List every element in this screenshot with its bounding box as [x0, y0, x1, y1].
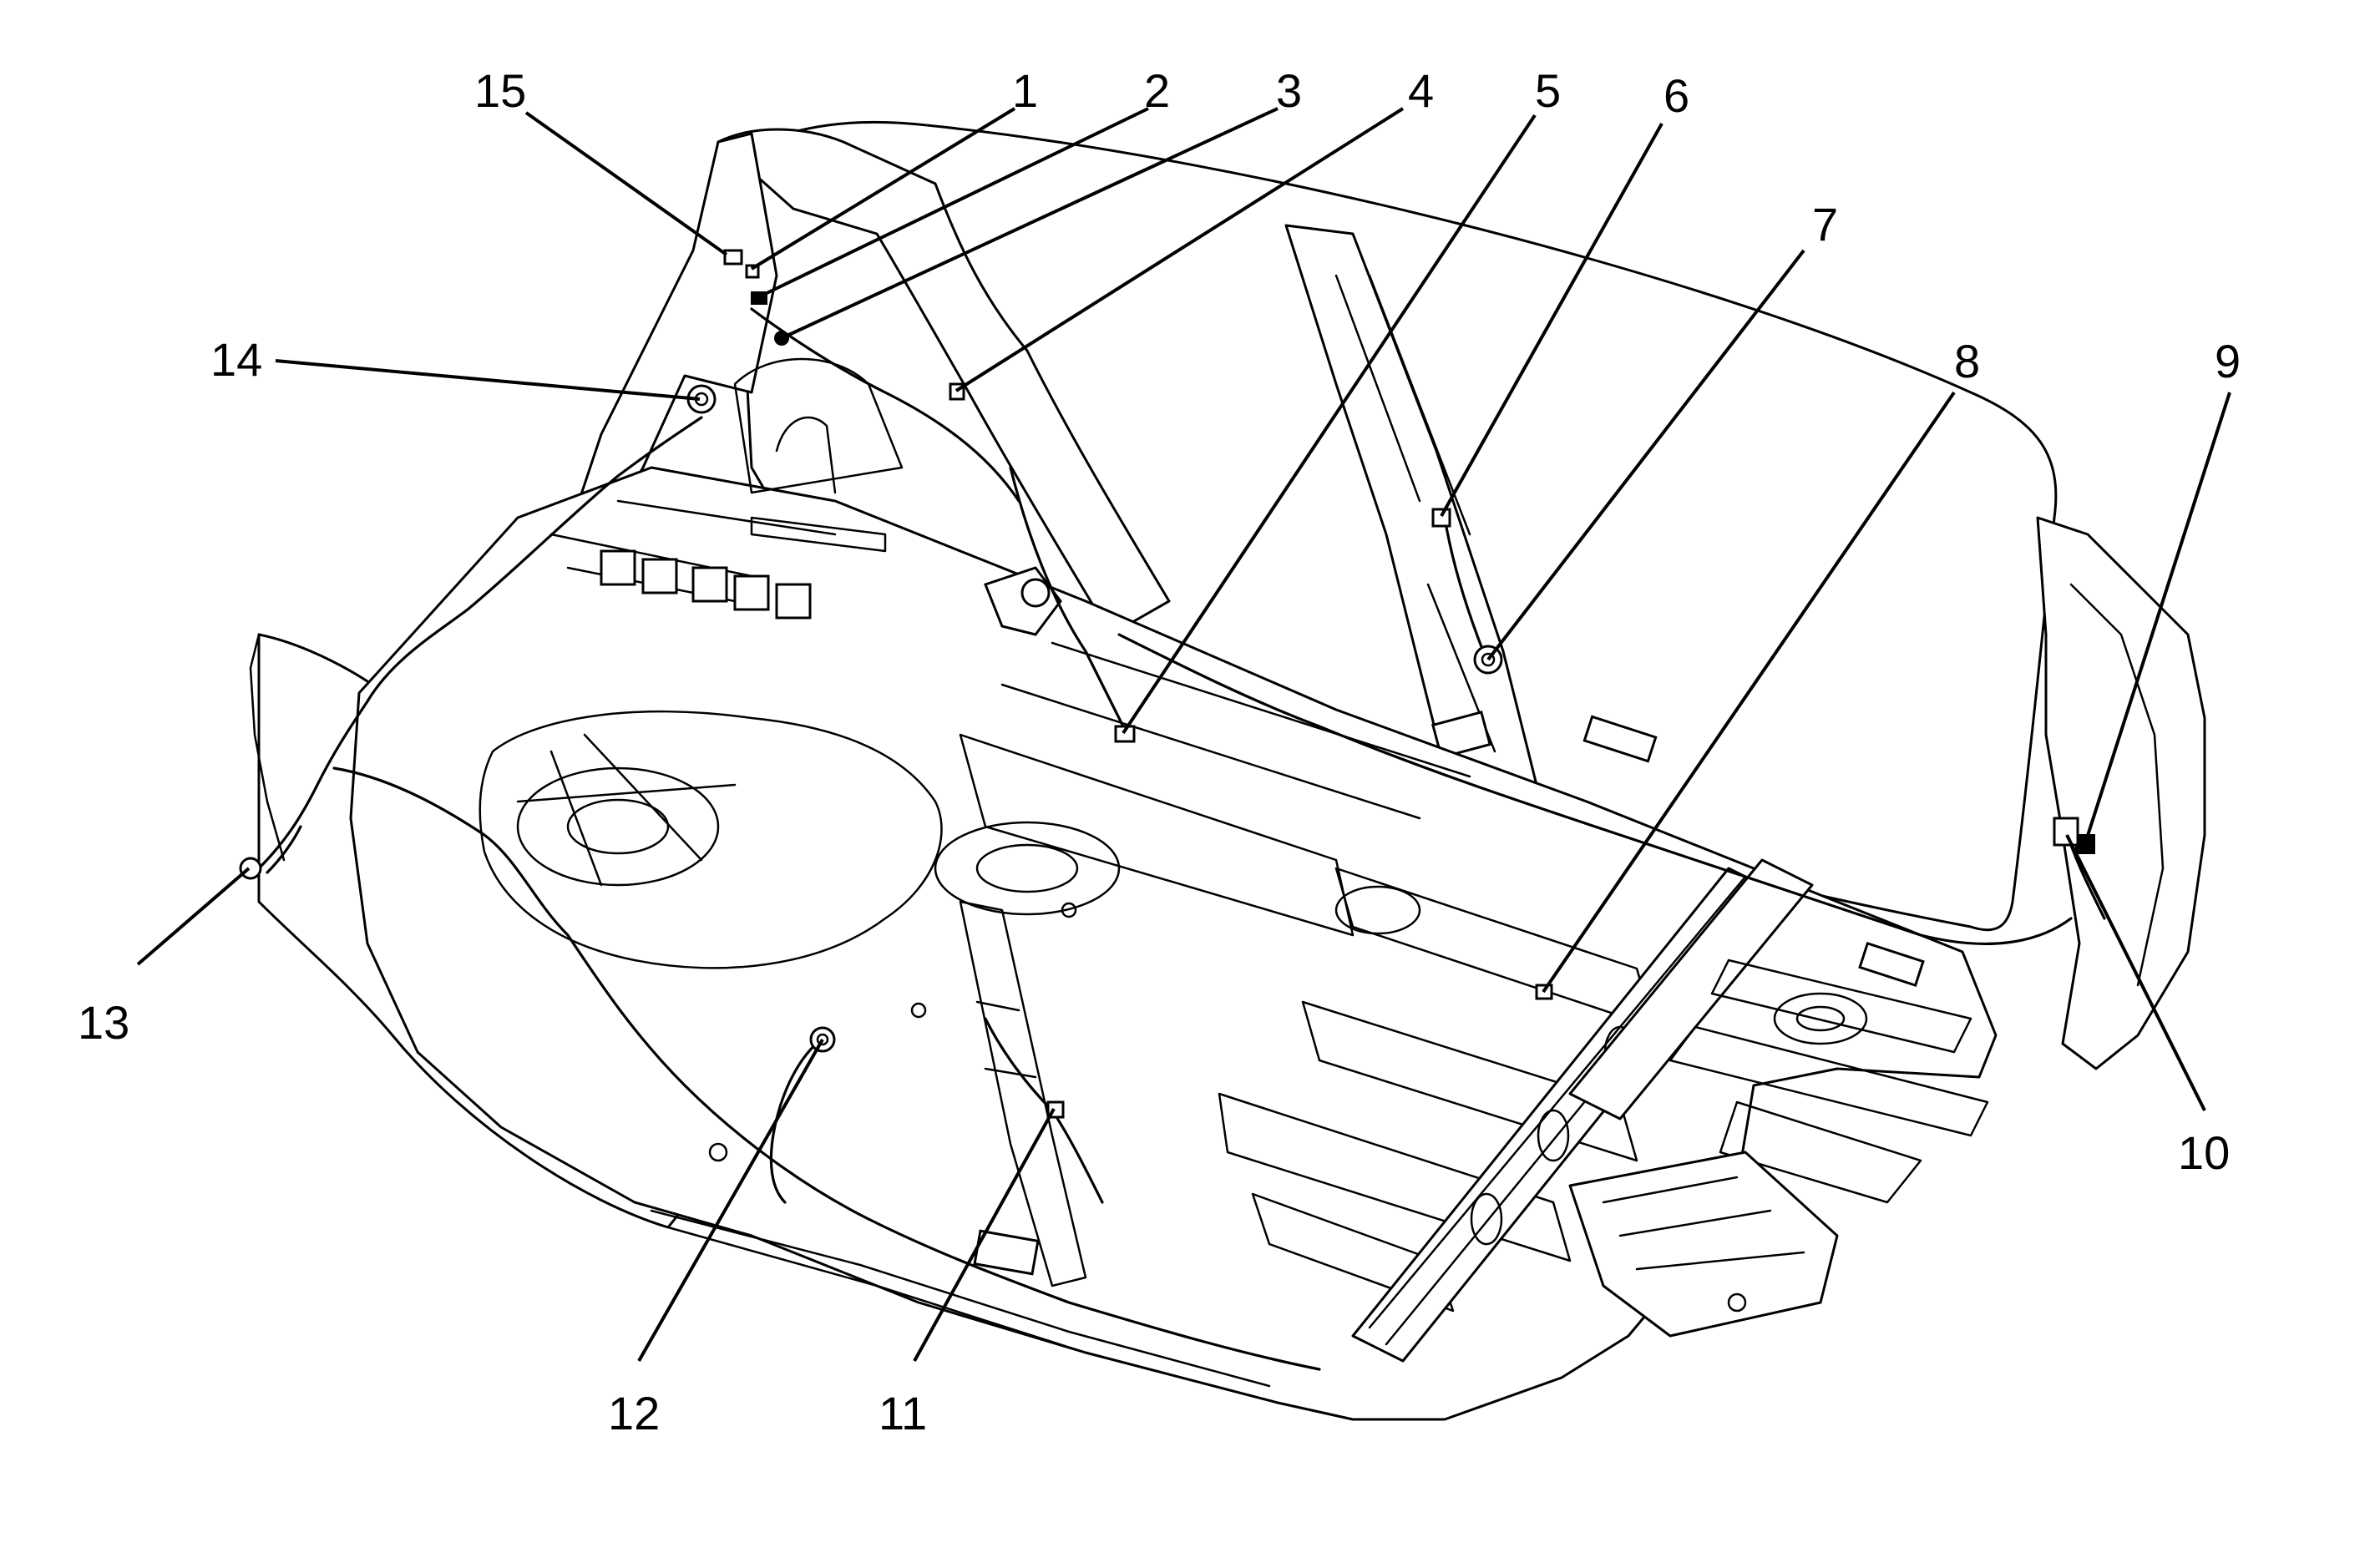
- center-floor-channel: [959, 733, 1355, 937]
- callout-label-1: 1: [1012, 64, 1038, 117]
- front-pillar: [717, 128, 1171, 636]
- connector-13: [239, 857, 262, 880]
- leader-7: [1486, 249, 1805, 661]
- callout-label-14: 14: [210, 333, 262, 386]
- callout-label-9: 9: [2215, 335, 2241, 387]
- callout-labels: 15 1 2 3 4 5 6 7 8 9 10 11 12 13 14: [78, 64, 2241, 1439]
- leader-6: [1440, 123, 1663, 517]
- leader-9: [2084, 392, 2231, 844]
- callout-label-5: 5: [1535, 64, 1561, 117]
- leader-11: [913, 1108, 1056, 1362]
- leader-15: [524, 111, 728, 256]
- connector-10: [2053, 817, 2079, 847]
- leader-5: [1122, 114, 1537, 735]
- callout-label-2: 2: [1144, 64, 1170, 117]
- callout-label-11: 11: [879, 1387, 927, 1439]
- leader-1: [750, 107, 1016, 271]
- callout-label-13: 13: [78, 996, 129, 1049]
- leader-3: [781, 107, 1279, 340]
- trunk-floor: [479, 710, 943, 969]
- leader-2: [759, 107, 1149, 298]
- callout-label-7: 7: [1812, 198, 1838, 250]
- callout-label-4: 4: [1408, 64, 1434, 117]
- connector-5: [1114, 725, 1136, 743]
- leader-4: [955, 107, 1405, 392]
- rear-quarter-panel: [2036, 516, 2206, 1070]
- callout-leader-lines: [136, 107, 2231, 1362]
- leader-8: [1542, 391, 1956, 994]
- callout-label-3: 3: [1276, 64, 1302, 117]
- callout-label-10: 10: [2178, 1126, 2230, 1179]
- callout-label-12: 12: [608, 1387, 660, 1439]
- connector-6: [1431, 508, 1451, 528]
- connector-15: [723, 249, 743, 266]
- leader-12: [637, 1039, 824, 1362]
- callout-label-6: 6: [1663, 69, 1689, 122]
- harness-main-left-run: [257, 416, 703, 870]
- callout-label-8: 8: [1954, 335, 1980, 387]
- leader-10: [2065, 834, 2206, 1111]
- callout-label-15: 15: [474, 64, 526, 117]
- leader-14: [275, 359, 701, 401]
- leader-13: [136, 867, 251, 966]
- vehicle-body-structure: [249, 120, 2206, 1421]
